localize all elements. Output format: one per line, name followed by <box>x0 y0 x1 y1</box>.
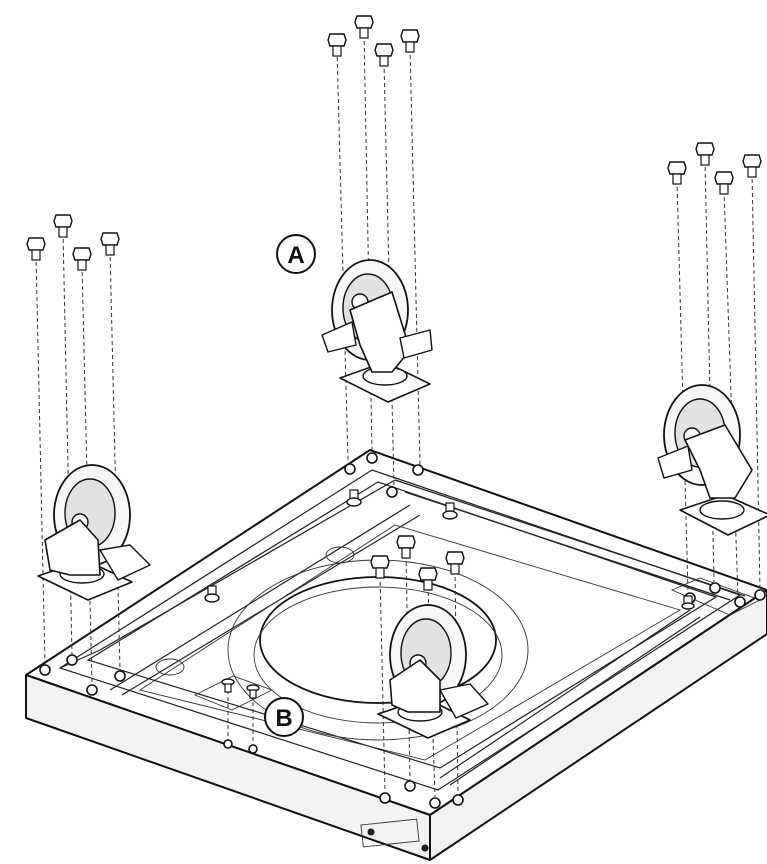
bolt <box>400 29 420 53</box>
bolts-caster-a <box>327 15 420 67</box>
caster-a-rear <box>321 259 433 403</box>
bolt <box>445 551 465 575</box>
bolts-caster-front <box>370 535 465 591</box>
bolt <box>53 214 73 238</box>
bolt <box>667 161 687 185</box>
stud-left <box>204 585 220 603</box>
bolt <box>742 154 762 178</box>
caster-right <box>657 384 767 536</box>
bolt <box>100 232 120 256</box>
bolt <box>418 567 438 591</box>
callout-b: B <box>264 697 304 737</box>
stud-right <box>442 502 458 520</box>
stud-mid <box>346 489 362 507</box>
stud-far-right <box>681 595 695 610</box>
callout-a: A <box>276 234 316 274</box>
callout-b-label: B <box>275 705 292 732</box>
bolt <box>695 142 715 166</box>
bolt <box>72 247 92 271</box>
bolt <box>370 555 390 579</box>
screw <box>221 678 235 693</box>
caster-front <box>377 604 489 739</box>
bolt <box>374 43 394 67</box>
callout-a-label: A <box>287 242 304 269</box>
bolt <box>396 535 416 559</box>
screws-b <box>221 678 260 699</box>
bolt <box>26 237 46 261</box>
bolts-caster-left <box>26 214 120 271</box>
screw <box>246 684 260 699</box>
bolt <box>327 33 347 57</box>
caster-left <box>37 464 151 601</box>
bolt <box>354 15 374 39</box>
bolt <box>714 171 734 195</box>
bolts-caster-right <box>667 142 762 195</box>
